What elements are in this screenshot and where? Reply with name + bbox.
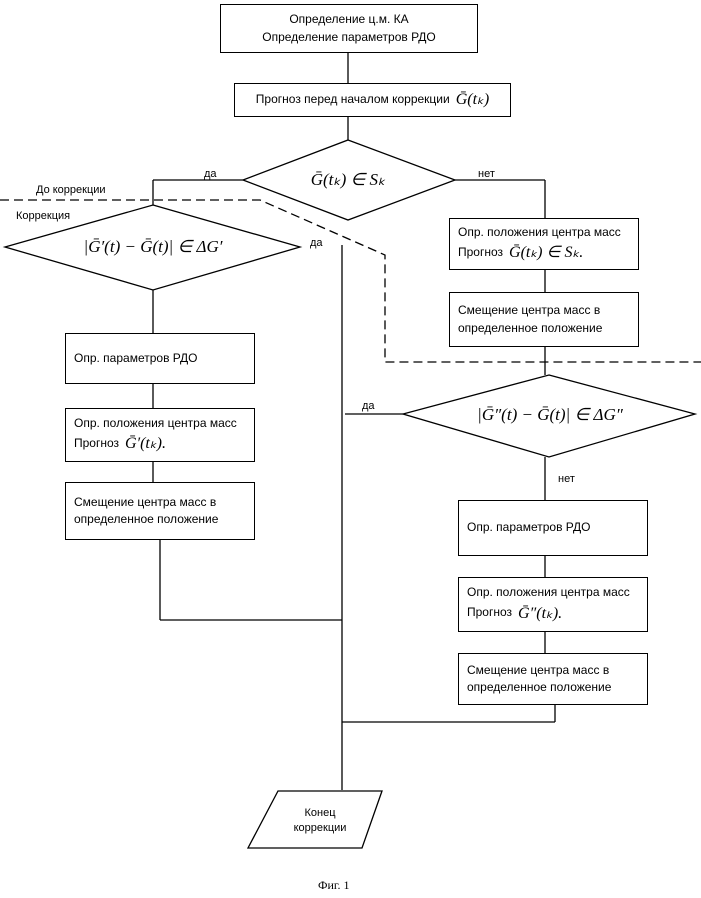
- lower-right-center-box: Опр. положения центра масс Прогноз Ḡ″(tₖ…: [458, 577, 648, 632]
- lower-right-center-line1: Опр. положения центра масс: [467, 584, 639, 601]
- right-shift-line1: Смещение центра масс в: [458, 302, 630, 319]
- right-center-box: Опр. положения центра масс Прогноз Ḡ(tₖ)…: [449, 218, 639, 270]
- left-center-line2: Прогноз: [74, 435, 119, 452]
- decision2-text-wrap: |Ḡ′(t) − Ḡ(t)| ∈ ΔG′: [58, 232, 248, 262]
- forecast-text: Прогноз перед началом коррекции: [256, 91, 450, 108]
- lower-right-shift-line2: определенное положение: [467, 679, 639, 696]
- lower-right-params-box: Опр. параметров РДО: [458, 500, 648, 556]
- forecast-formula: Ḡ(tₖ): [456, 88, 489, 111]
- start-box-line1: Определение ц.м. КА: [289, 11, 408, 28]
- decision3-text-wrap: |Ḡ″(t) − Ḡ(t)| ∈ ΔG″: [455, 400, 645, 430]
- right-shift-box: Смещение центра масс в определенное поло…: [449, 292, 639, 347]
- decision1-text-wrap: Ḡ(tₖ) ∈ Sₖ: [278, 165, 418, 195]
- forecast-box: Прогноз перед началом коррекции Ḡ(tₖ): [234, 83, 511, 117]
- correction-label: Коррекция: [16, 210, 70, 222]
- decision3-no-label: нет: [558, 473, 575, 485]
- lower-right-center-line2: Прогноз: [467, 604, 512, 621]
- left-center-formula: Ḡ′(tₖ).: [125, 432, 166, 455]
- before-correction-label: До коррекции: [36, 184, 106, 196]
- right-center-line1: Опр. положения центра масс: [458, 224, 630, 241]
- left-center-box: Опр. положения центра масс Прогноз Ḡ′(tₖ…: [65, 408, 255, 462]
- end-node-line2: коррекции: [280, 821, 360, 836]
- decision3-formula: |Ḡ″(t) − Ḡ(t)| ∈ ΔG″: [477, 405, 623, 425]
- lower-right-shift-line1: Смещение центра масс в: [467, 662, 639, 679]
- decision1-yes-label: да: [204, 168, 217, 180]
- left-shift-line2: определенное положение: [74, 511, 246, 528]
- lower-right-params-text: Опр. параметров РДО: [467, 519, 639, 536]
- right-shift-line2: определенное положение: [458, 320, 630, 337]
- end-node-text: Конец коррекции: [280, 806, 360, 836]
- figure-caption: Фиг. 1: [318, 878, 349, 893]
- left-shift-box: Смещение центра масс в определенное поло…: [65, 482, 255, 540]
- left-center-line1: Опр. положения центра масс: [74, 415, 246, 432]
- right-center-formula: Ḡ(tₖ) ∈ Sₖ.: [509, 241, 583, 264]
- left-shift-line1: Смещение центра масс в: [74, 494, 246, 511]
- end-node-line1: Конец: [280, 806, 360, 821]
- left-params-box: Опр. параметров РДО: [65, 333, 255, 384]
- decision1-no-label: нет: [478, 168, 495, 180]
- lower-right-center-formula: Ḡ″(tₖ).: [518, 602, 562, 625]
- start-box-line2: Определение параметров РДО: [262, 29, 435, 46]
- decision1-formula: Ḡ(tₖ) ∈ Sₖ: [311, 170, 386, 190]
- start-box: Определение ц.м. КА Определение параметр…: [220, 4, 478, 53]
- decision3-yes-label: да: [362, 400, 375, 412]
- right-center-line2: Прогноз: [458, 244, 503, 261]
- lower-right-shift-box: Смещение центра масс в определенное поло…: [458, 653, 648, 705]
- decision2-yes-label: да: [310, 237, 323, 249]
- decision2-formula: |Ḡ′(t) − Ḡ(t)| ∈ ΔG′: [84, 237, 223, 257]
- left-params-text: Опр. параметров РДО: [74, 350, 246, 367]
